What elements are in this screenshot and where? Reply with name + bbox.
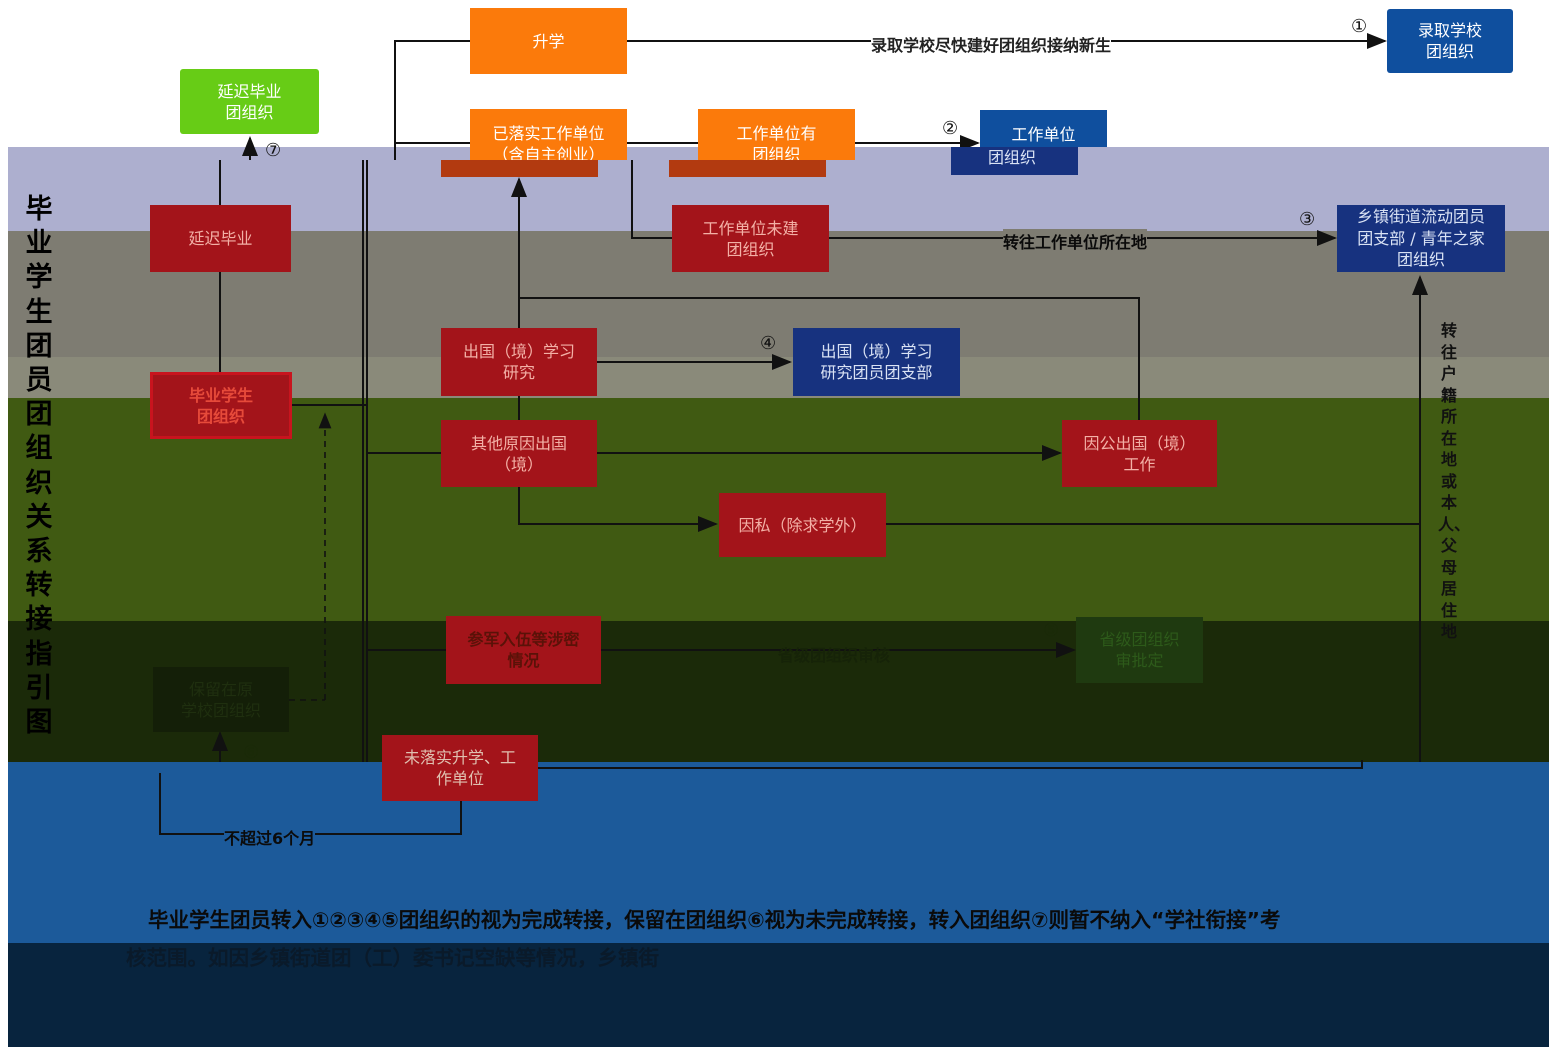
- marker-4: ④: [760, 333, 777, 354]
- employed-box[interactable]: 已落实工作单位 （含自主创业）: [470, 109, 627, 160]
- title-char: 团: [25, 399, 53, 431]
- edge-label-transfer-work: 转往工作单位所在地: [1003, 229, 1148, 253]
- township-branch-box[interactable]: 乡镇街道流动团员 团支部 / 青年之家 团组织: [1337, 205, 1505, 272]
- official-abroad-box[interactable]: 因公出国（境） 工作: [1062, 420, 1217, 487]
- employer-org-box-lower: 团组织: [951, 147, 1078, 175]
- provincial-approval-box[interactable]: 省级团组织 审批定: [1076, 617, 1203, 683]
- retained-org-box[interactable]: 保留在原 学校团组织: [153, 667, 289, 732]
- title-char: 毕: [25, 194, 53, 225]
- marker-7: ⑦: [265, 140, 282, 161]
- title-char: 业: [25, 228, 53, 260]
- title-char: 接: [25, 604, 53, 636]
- title-char: 学: [25, 262, 53, 294]
- title-char: 生: [25, 296, 53, 328]
- further-study-box[interactable]: 升学: [470, 8, 627, 74]
- edge-label-hukou: 转往户籍所在地或本人、父母居住地: [1438, 321, 1471, 641]
- band-bottom: [8, 943, 1549, 1047]
- study-abroad-box[interactable]: 出国（境）学习 研究: [441, 328, 597, 396]
- title-char: 关: [25, 501, 53, 533]
- title-char: 转: [25, 570, 53, 602]
- title-char: 图: [25, 707, 53, 738]
- marker-3: ③: [1299, 209, 1316, 230]
- marker-5: ⑤: [1043, 620, 1060, 641]
- title-char: 系: [25, 536, 53, 567]
- employer-has-org-box-overlap: [669, 160, 826, 177]
- other-abroad-box[interactable]: 其他原因出国 （境）: [441, 420, 597, 487]
- marker-6: ⑥: [243, 742, 260, 763]
- title-char: 组: [25, 433, 53, 465]
- admitting-school-org-box[interactable]: 录取学校 团组织: [1387, 9, 1513, 73]
- employer-no-org-box[interactable]: 工作单位未建 团组织: [672, 205, 829, 272]
- private-abroad-box[interactable]: 因私（除求学外）: [719, 493, 886, 557]
- title-char: 织: [25, 467, 53, 499]
- delayed-graduation-box[interactable]: 延迟毕业: [150, 205, 291, 272]
- employer-org-box[interactable]: 工作单位 团组织: [980, 110, 1107, 147]
- edge-label-six-months: 不超过6个月: [224, 825, 316, 849]
- footnote-line-1: 毕业学生团员转入①②③④⑤团组织的视为完成转接，保留在团组织⑥视为未完成转接，转…: [148, 908, 1281, 932]
- title-char: 员: [25, 365, 53, 396]
- band-blue: [8, 762, 1549, 943]
- graduate-org-box[interactable]: 毕业学生 团组织: [150, 372, 292, 439]
- marker-2: ②: [942, 118, 959, 139]
- study-abroad-branch-box[interactable]: 出国（境）学习 研究团员团支部: [793, 328, 960, 396]
- title-char: 指: [25, 638, 53, 670]
- edge-label-provincial: 省级团组织审核: [778, 646, 891, 665]
- marker-1: ①: [1351, 16, 1368, 37]
- employed-box-overlap: [441, 160, 598, 177]
- title-char: 引: [25, 672, 53, 704]
- military-box[interactable]: 参军入伍等涉密 情况: [446, 616, 601, 684]
- delayed-graduation-org-box[interactable]: 延迟毕业 团组织: [180, 69, 319, 134]
- unplaced-box[interactable]: 未落实升学、工 作单位: [382, 735, 538, 801]
- employer-has-org-box[interactable]: 工作单位有 团组织: [698, 109, 855, 160]
- edge-label-newcomers: 录取学校尽快建好团组织接纳新生: [871, 32, 1112, 56]
- title-char: 团: [25, 330, 53, 362]
- footnote-line-2: 核范围。如因乡镇街道团（工）委书记空缺等情况，乡镇街: [126, 946, 659, 970]
